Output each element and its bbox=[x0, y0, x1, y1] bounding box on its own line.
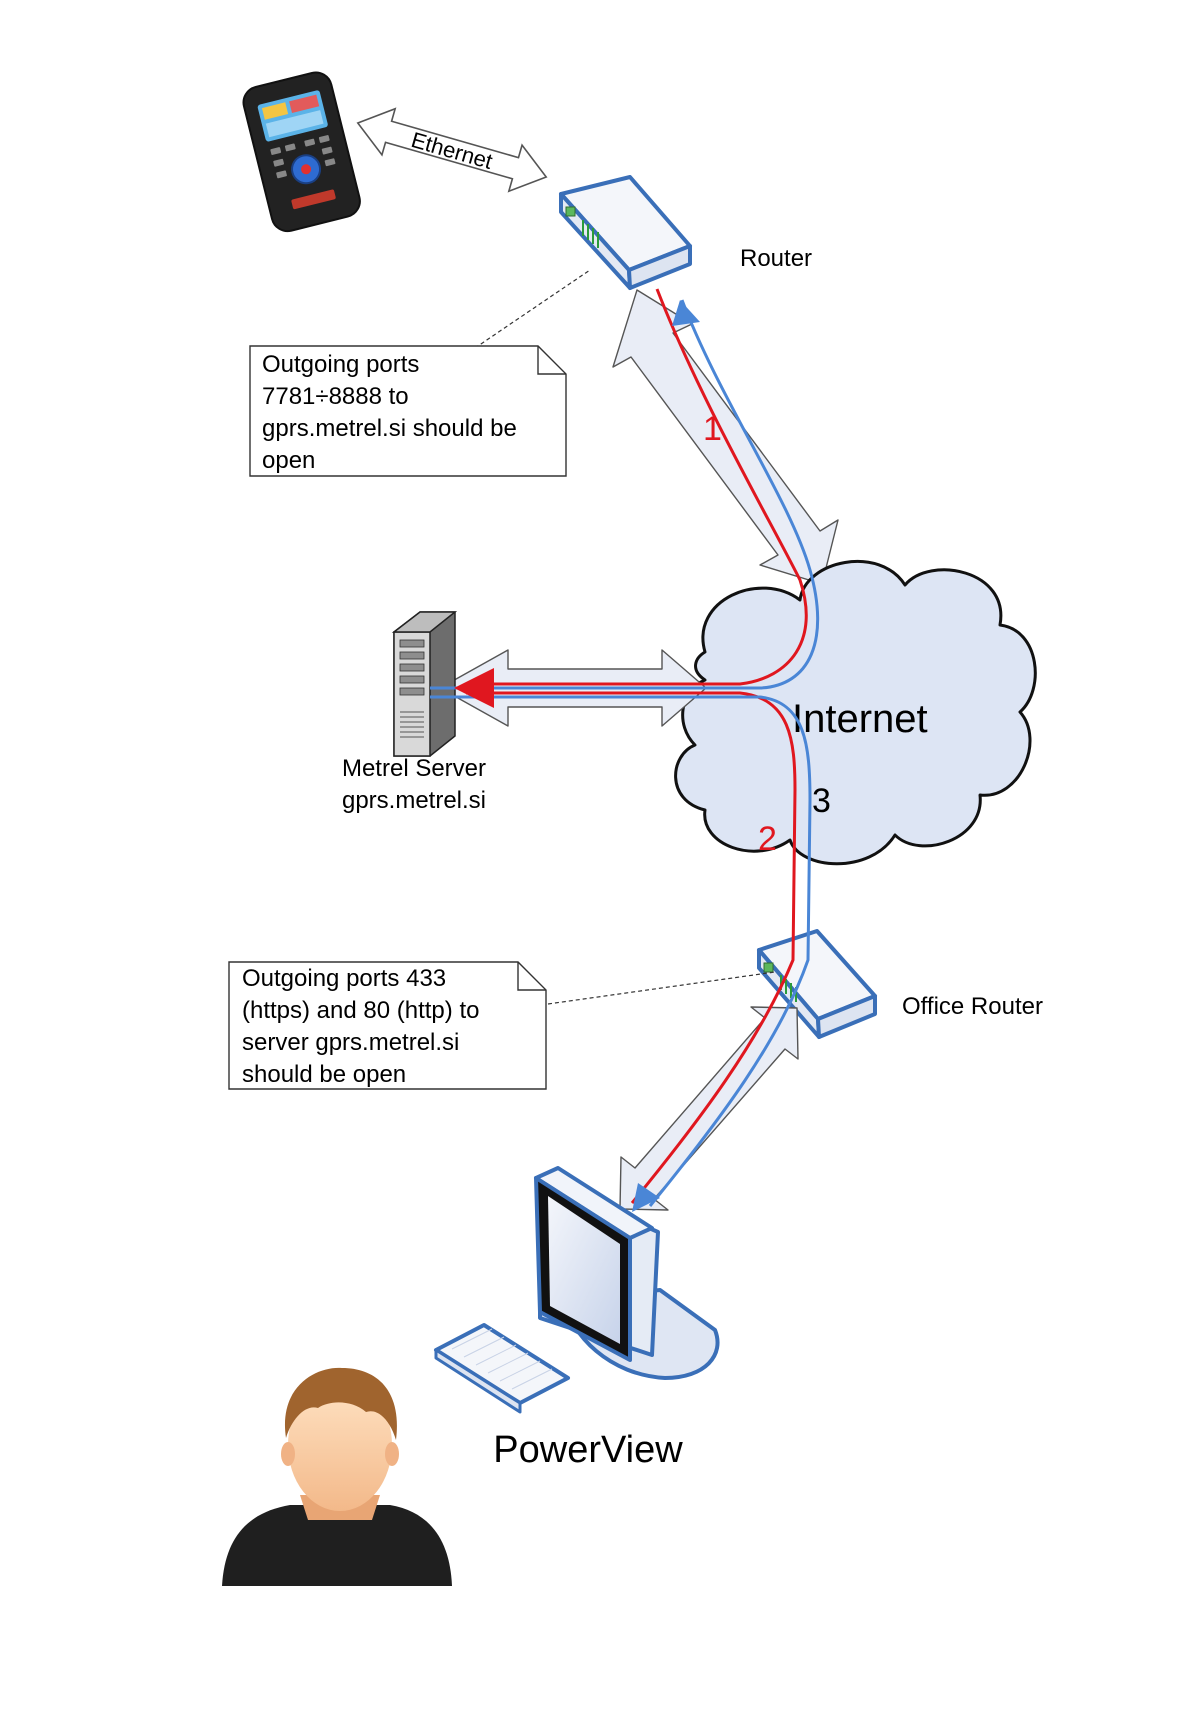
path-number-2: 2 bbox=[758, 820, 777, 858]
router-note-line: gprs.metrel.si should be bbox=[262, 415, 517, 442]
office-port-note: Outgoing ports 433 (https) and 80 (http)… bbox=[228, 961, 547, 1090]
blue-arrowhead-computer bbox=[632, 1183, 660, 1212]
router-icon bbox=[559, 175, 692, 290]
user-icon bbox=[222, 1367, 452, 1586]
red-arrowhead-server bbox=[454, 668, 494, 708]
data-path-blue bbox=[430, 299, 820, 1207]
powerview-label: PowerView bbox=[493, 1429, 683, 1471]
office-router-label: Office Router bbox=[902, 993, 1043, 1020]
office-note-line: Outgoing ports 433 bbox=[242, 965, 446, 992]
router-note-line: 7781÷8888 to bbox=[262, 383, 409, 410]
router-note-line: Outgoing ports bbox=[262, 351, 419, 378]
ethernet-label: Ethernet bbox=[408, 127, 495, 174]
ethernet-link-arrow: Ethernet bbox=[356, 107, 548, 193]
office-note-line: should be open bbox=[242, 1061, 406, 1088]
server-icon bbox=[391, 611, 458, 757]
cloud-icon bbox=[674, 560, 1037, 866]
internet-label: Internet bbox=[792, 697, 928, 741]
server-host-label: gprs.metrel.si bbox=[342, 787, 486, 814]
office-note-line: (https) and 80 (http) to bbox=[242, 997, 479, 1024]
svg-text:Outgoing ports 7781÷8888: Outgoing ports 7781÷8888 to gprs.metrel.… bbox=[262, 351, 523, 474]
data-path-red bbox=[466, 288, 808, 1204]
office-note-line: server gprs.metrel.si bbox=[242, 1029, 459, 1056]
svg-text:Outgoing ports 433 (http: Outgoing ports 433 (https) and 80 (http)… bbox=[242, 965, 486, 1088]
router-note-line: open bbox=[262, 447, 315, 474]
router-label: Router bbox=[740, 245, 812, 272]
path-number-3: 3 bbox=[812, 782, 831, 820]
handheld-meter-icon bbox=[242, 71, 361, 233]
computer-icon bbox=[434, 1166, 720, 1414]
server-name-label: Metrel Server bbox=[342, 755, 486, 782]
router-icon bbox=[757, 929, 877, 1039]
path-number-1: 1 bbox=[703, 410, 722, 448]
router-port-note: Outgoing ports 7781÷8888 to gprs.metrel.… bbox=[249, 345, 567, 477]
blue-arrowhead-router bbox=[672, 300, 700, 326]
